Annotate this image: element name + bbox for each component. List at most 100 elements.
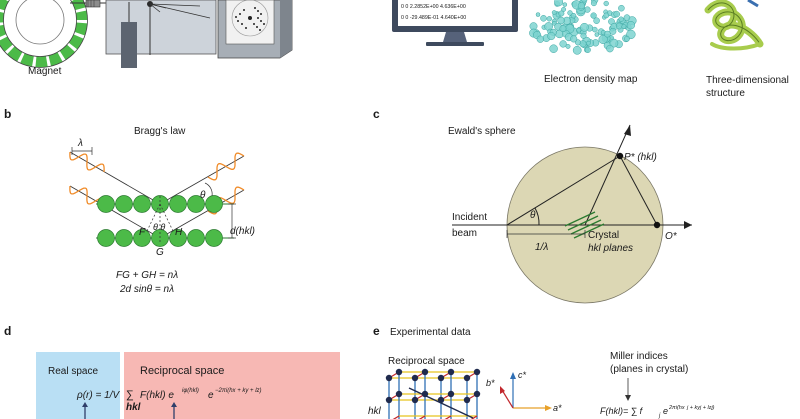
reciprocal-axes (500, 372, 552, 411)
magnet-label: Magnet (28, 66, 62, 77)
structure-label-2: structure (706, 88, 745, 99)
density-node (626, 29, 636, 40)
panel-b: b Bragg's law λ θ (4, 107, 255, 295)
panel-c: c Ewald's sphere P* (hkl) (373, 107, 692, 304)
sf-exponent: 2πi(hx (668, 405, 685, 411)
lattice-node (473, 368, 481, 376)
lattice-node (463, 374, 471, 382)
crystal-planes (564, 211, 605, 239)
lambda-bracket (71, 147, 93, 155)
b-star-label: b* (486, 378, 495, 388)
lattice-line (470, 415, 478, 419)
density-node (558, 10, 565, 17)
inv-lambda-bracket (506, 230, 586, 238)
wave (207, 152, 245, 181)
density-node (604, 30, 611, 38)
panel-e: e Experimental data Reciprocal space hkl… (368, 324, 715, 419)
bragg-eq2: 2d sinθ = nλ (119, 284, 174, 295)
density-node (580, 22, 589, 32)
lattice-node (447, 390, 455, 398)
density-node (574, 39, 582, 46)
sf-exponent-tail: j + kyj + lzj) (686, 405, 715, 411)
bragg-H: H (175, 227, 183, 238)
a-star-label: a* (553, 403, 562, 413)
panel-b-letter: b (4, 107, 11, 121)
reciprocal-space-box (124, 352, 340, 419)
atom (115, 229, 133, 247)
density-node (624, 36, 630, 42)
miller-label-2: (planes in crystal) (610, 364, 688, 375)
density-node (547, 31, 556, 41)
atom (169, 229, 187, 247)
reciprocal-space-label: Reciprocal space (140, 365, 224, 377)
lattice-node (411, 396, 419, 404)
density-node (618, 4, 625, 12)
density-node (623, 14, 631, 21)
P-label: P* (hkl) (624, 152, 657, 163)
beam-arrowhead (684, 221, 692, 229)
density-node (592, 26, 598, 33)
density-label: Electron density map (544, 74, 638, 85)
density-node (580, 32, 587, 39)
miller-label-1: Miller indices (610, 351, 668, 362)
density-node (615, 22, 623, 30)
incident-label-1: Incident (452, 212, 487, 223)
bragg-title: Bragg's law (134, 126, 186, 137)
density-node (570, 12, 577, 19)
bragg-dhkl: d(hkl) (230, 226, 255, 237)
density-node (577, 2, 585, 10)
lattice-node (395, 368, 403, 376)
hkl-subscript: hkl (126, 402, 141, 413)
bragg-rays (69, 151, 245, 239)
density-node (590, 0, 597, 7)
ewald-geometry (506, 124, 658, 226)
lattice-node (421, 368, 429, 376)
atom (169, 195, 187, 213)
experimental-data-title: Experimental data (390, 327, 471, 338)
density-node (559, 40, 567, 48)
density-node (590, 12, 597, 19)
density-node (546, 16, 552, 22)
point-O (653, 221, 661, 229)
lattice-diagonal (408, 387, 474, 419)
monitor-line-1: 0 0 2.2852E+00 4.636E+00 (401, 4, 466, 10)
beamline (70, 0, 217, 68)
density-node (606, 44, 614, 53)
e-char-e: e (663, 406, 668, 416)
density-node (584, 46, 591, 53)
density-node (594, 32, 600, 37)
density-node (593, 17, 600, 24)
density-node (570, 35, 578, 43)
detector (217, 0, 293, 59)
density-node (613, 10, 620, 18)
structure-factor-eq: F(hkl)= ∑ f (600, 406, 644, 416)
lattice-node (447, 368, 455, 376)
lambda-label: λ (77, 138, 83, 149)
lattice-node (395, 390, 403, 398)
e-char: e (208, 390, 214, 401)
incident-label-2: beam (452, 228, 477, 239)
density-node (626, 21, 636, 30)
density-node (603, 0, 609, 7)
sum-symbol: ∑ (126, 389, 134, 401)
lattice-node (463, 396, 471, 404)
panel-e-letter: e (373, 324, 380, 338)
lattice-line (392, 415, 400, 419)
density-node (554, 0, 564, 7)
f-subscript: j (658, 413, 661, 419)
atom (205, 195, 223, 213)
bragg-F: F (139, 227, 146, 238)
atom (187, 229, 205, 247)
ewald-title: Ewald's sphere (448, 126, 516, 137)
atom (97, 229, 115, 247)
density-node (603, 12, 610, 19)
density-node (559, 25, 567, 33)
lattice-node (385, 374, 393, 382)
atom (133, 195, 151, 213)
atom (187, 195, 205, 213)
density-node (576, 27, 582, 33)
monitor-line-2: 0 0 -29.489E-01 4.640E+00 (401, 15, 466, 21)
atom (133, 229, 151, 247)
crystal-label-2: hkl planes (588, 243, 633, 254)
electron-density-map (529, 0, 637, 55)
